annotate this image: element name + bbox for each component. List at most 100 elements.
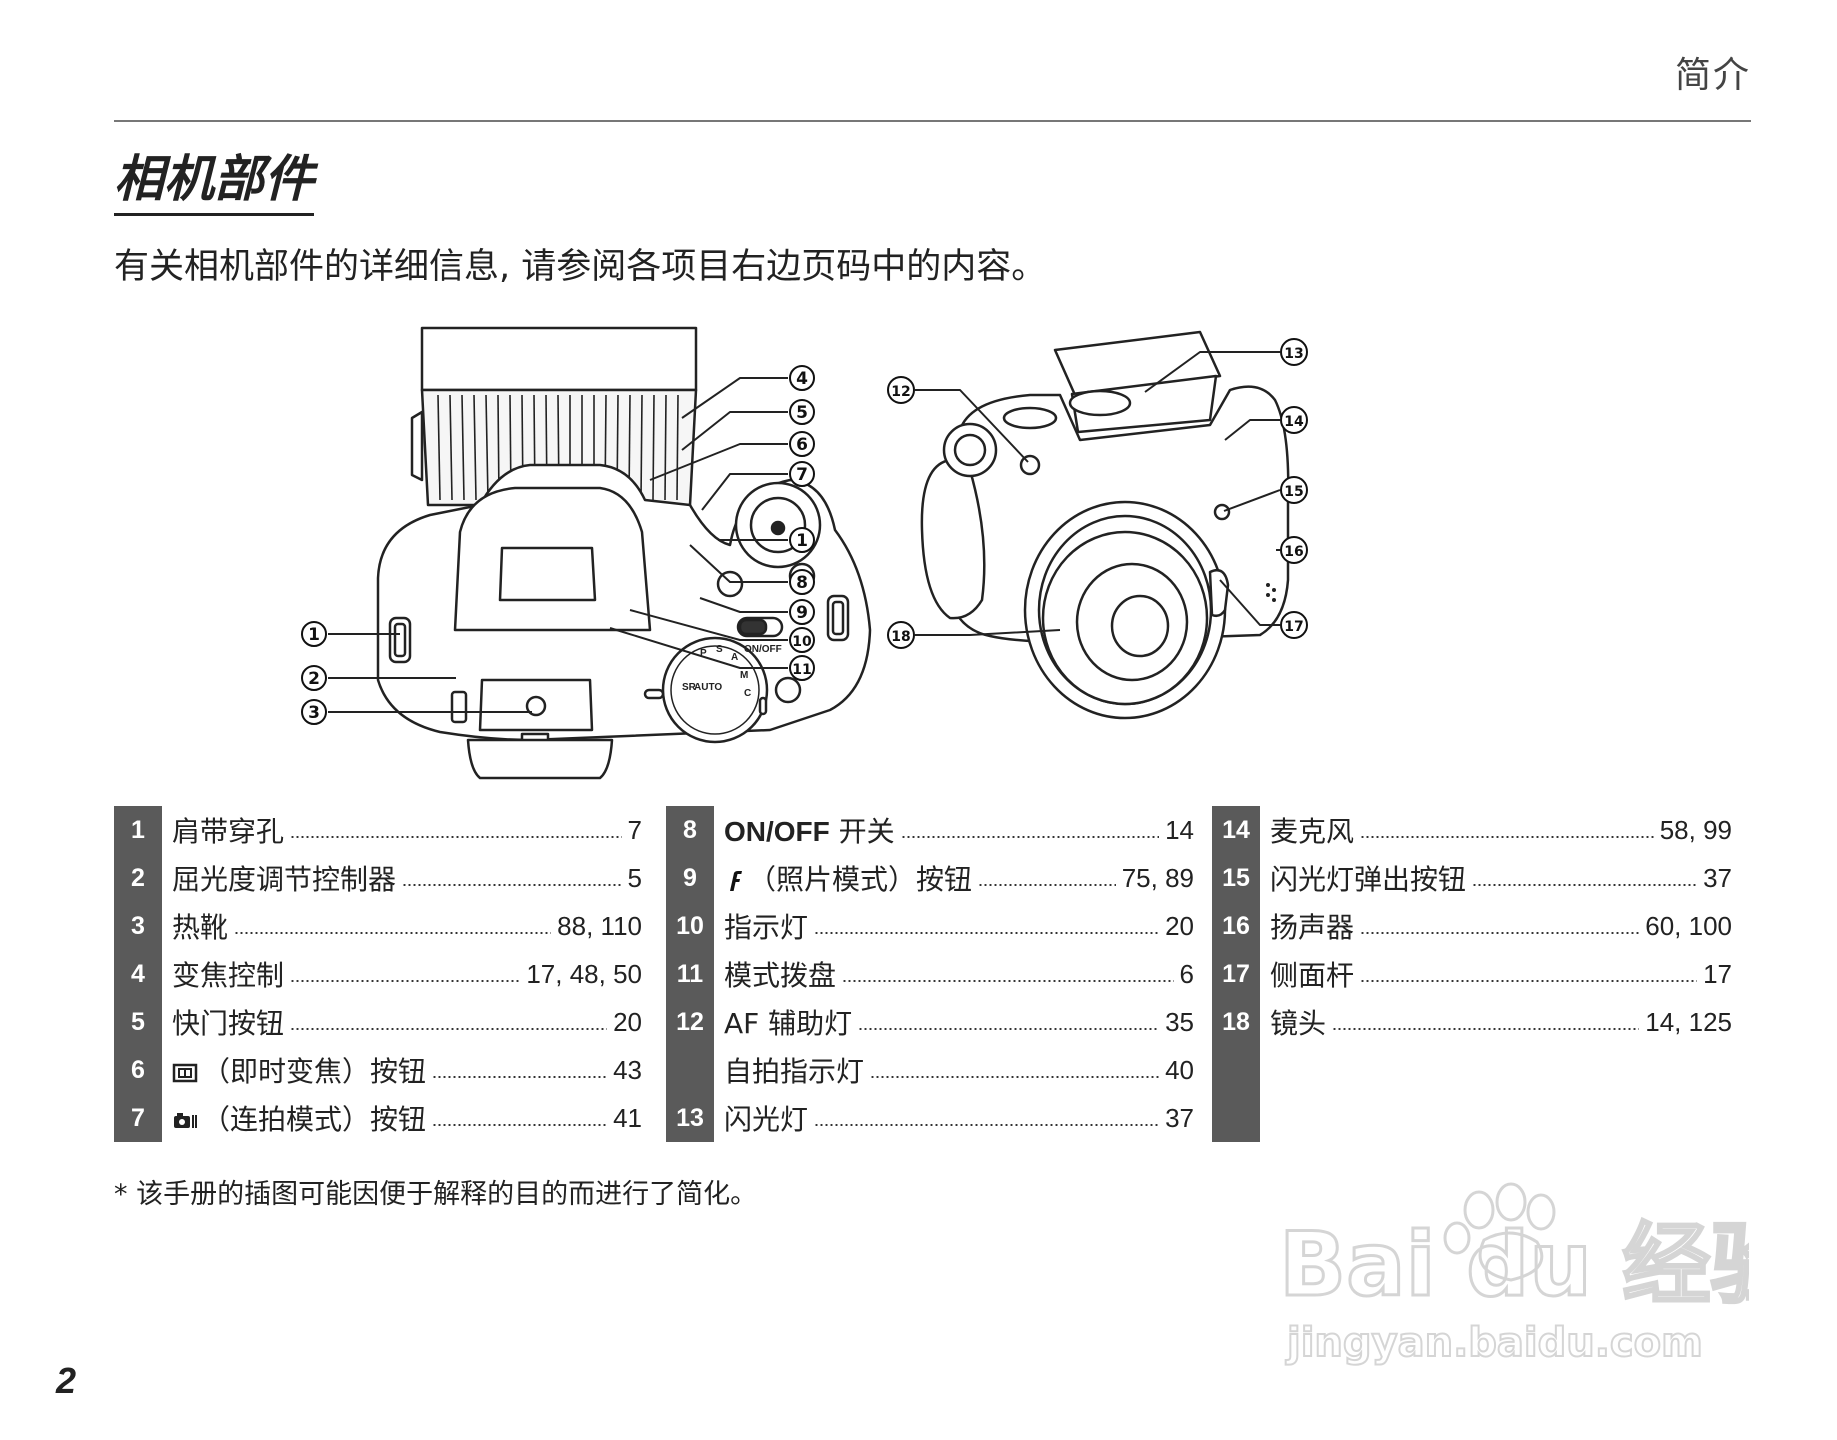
dot-leader bbox=[1472, 884, 1698, 886]
number-bar bbox=[666, 806, 714, 1142]
part-row: 6 （即时变焦）按钮 43 bbox=[114, 1046, 642, 1094]
part-page: 35 bbox=[1165, 1006, 1194, 1037]
part-row: 12 AF 辅助灯 35 bbox=[666, 998, 1194, 1046]
part-row: 10 指示灯 20 bbox=[666, 902, 1194, 950]
callout-7: 7 bbox=[796, 465, 808, 485]
dot-leader bbox=[290, 980, 521, 982]
callouts: 1 2 3 4 5 6 7 1 8 9 10 11 12 13 14 15 16… bbox=[301, 338, 1308, 725]
callout-14: 14 bbox=[1284, 414, 1304, 430]
part-page: 37 bbox=[1703, 862, 1732, 893]
part-number: 17 bbox=[1222, 959, 1250, 988]
parts-list-column-3: 14 麦克风 58, 99 15 闪光灯弹出按钮 37 16 扬声器 60, 1… bbox=[1212, 806, 1732, 1142]
watermark-url: jingyan.baidu.com bbox=[1285, 1320, 1703, 1366]
part-page: 75, 89 bbox=[1121, 862, 1194, 893]
page-number: 2 bbox=[56, 1360, 77, 1401]
dot-leader bbox=[1360, 836, 1654, 838]
part-name: 快门按钮 bbox=[172, 1007, 285, 1040]
part-name-with-icon: （照片模式）按钮 bbox=[714, 858, 972, 898]
number-bar bbox=[114, 806, 162, 1142]
part-row: 15 闪光灯弹出按钮 37 bbox=[1212, 854, 1732, 902]
dial-auto-label: AUTO bbox=[694, 682, 722, 693]
part-name: 屈光度调节控制器 bbox=[172, 863, 397, 896]
dot-leader bbox=[290, 836, 622, 838]
part-row: 13 闪光灯 37 bbox=[666, 1094, 1194, 1142]
part-row: 2 屈光度调节控制器 5 bbox=[114, 854, 642, 902]
part-number: 6 bbox=[131, 1055, 145, 1084]
part-number: 12 bbox=[676, 1007, 704, 1036]
dot-leader bbox=[900, 836, 1160, 838]
part-name: 开关 bbox=[829, 815, 895, 848]
dial-a-label: A bbox=[731, 652, 738, 663]
dot-leader bbox=[858, 1028, 1160, 1030]
dial-s-label: S bbox=[716, 644, 723, 655]
part-page: 6 bbox=[1179, 958, 1194, 989]
part-number: 9 bbox=[683, 863, 697, 892]
callout-15: 15 bbox=[1284, 484, 1303, 500]
dot-leader bbox=[870, 1076, 1160, 1078]
callout-5: 5 bbox=[796, 403, 808, 423]
part-number: 2 bbox=[131, 863, 145, 892]
burst-mode-icon bbox=[174, 1113, 197, 1128]
callout-12: 12 bbox=[891, 384, 910, 400]
callout-13: 13 bbox=[1284, 346, 1303, 362]
part-number: 4 bbox=[131, 959, 145, 988]
part-row: 16 扬声器 60, 100 bbox=[1212, 902, 1732, 950]
part-number: 18 bbox=[1222, 1007, 1250, 1036]
part-name: 侧面杆 bbox=[1270, 959, 1355, 992]
part-name: 闪光灯弹出按钮 bbox=[1270, 863, 1467, 896]
baidu-watermark: Bai du 经验 jingyan.baidu.com bbox=[1279, 1182, 1749, 1367]
part-row: 17 侧面杆 17 bbox=[1212, 950, 1732, 998]
part-page: 43 bbox=[613, 1054, 642, 1085]
part-name: 镜头 bbox=[1270, 1007, 1327, 1040]
part-name: 闪光灯 bbox=[724, 1103, 809, 1136]
part-name-bold: ON/OFF bbox=[724, 816, 830, 847]
callout-11: 11 bbox=[792, 662, 811, 678]
dot-leader bbox=[1360, 932, 1640, 934]
part-page: 7 bbox=[627, 814, 642, 845]
part-number: 5 bbox=[131, 1007, 145, 1036]
dial-m-label: M bbox=[740, 670, 748, 681]
part-page: 58, 99 bbox=[1659, 814, 1732, 845]
dial-p-label: P bbox=[700, 648, 707, 659]
part-page: 41 bbox=[613, 1102, 642, 1133]
callout-16: 16 bbox=[1284, 544, 1303, 560]
part-name: 变焦控制 bbox=[172, 959, 285, 992]
part-page: 40 bbox=[1165, 1054, 1194, 1085]
dot-leader bbox=[1332, 1028, 1640, 1030]
callout-17: 17 bbox=[1284, 619, 1303, 635]
callout-9: 9 bbox=[796, 603, 808, 623]
part-name: 模式拨盘 bbox=[724, 959, 837, 992]
part-number: 15 bbox=[1222, 863, 1250, 892]
part-number: 16 bbox=[1222, 911, 1250, 940]
part-row: 1 肩带穿孔 7 bbox=[114, 806, 642, 854]
dial-sr-label: SR bbox=[682, 682, 697, 693]
part-page: 88, 110 bbox=[557, 910, 642, 941]
part-page: 20 bbox=[1165, 910, 1194, 941]
part-number: 1 bbox=[131, 815, 145, 844]
f-mode-icon bbox=[730, 871, 742, 891]
part-name: 扬声器 bbox=[1270, 911, 1355, 944]
part-row: 14 麦克风 58, 99 bbox=[1212, 806, 1732, 854]
dot-leader bbox=[978, 884, 1116, 886]
callout-3: 3 bbox=[308, 703, 320, 723]
part-page: 17, 48, 50 bbox=[526, 958, 642, 989]
part-row: 5 快门按钮 20 bbox=[114, 998, 642, 1046]
part-page: 14, 125 bbox=[1645, 1006, 1732, 1037]
part-row: 7 （连拍模式）按钮 41 bbox=[114, 1094, 642, 1142]
dot-leader bbox=[290, 1028, 608, 1030]
dot-leader bbox=[1360, 980, 1698, 982]
dot-leader bbox=[814, 932, 1160, 934]
dot-leader bbox=[234, 932, 552, 934]
part-number: 14 bbox=[1222, 815, 1250, 844]
part-page: 5 bbox=[627, 862, 642, 893]
part-page: 60, 100 bbox=[1645, 910, 1732, 941]
watermark-brand: Bai du 经验 bbox=[1279, 1213, 1749, 1316]
dot-leader bbox=[432, 1124, 608, 1126]
intro-text: 有关相机部件的详细信息, 请参阅各项目右边页码中的内容。 bbox=[114, 247, 1047, 287]
part-name: AF 辅助灯 bbox=[724, 1007, 853, 1040]
part-number: 8 bbox=[683, 815, 697, 844]
part-number: 13 bbox=[676, 1103, 704, 1132]
callout-10: 10 bbox=[792, 634, 812, 650]
callout-18: 18 bbox=[891, 629, 910, 645]
part-name-with-bold: ON/OFF 开关 bbox=[714, 810, 895, 850]
